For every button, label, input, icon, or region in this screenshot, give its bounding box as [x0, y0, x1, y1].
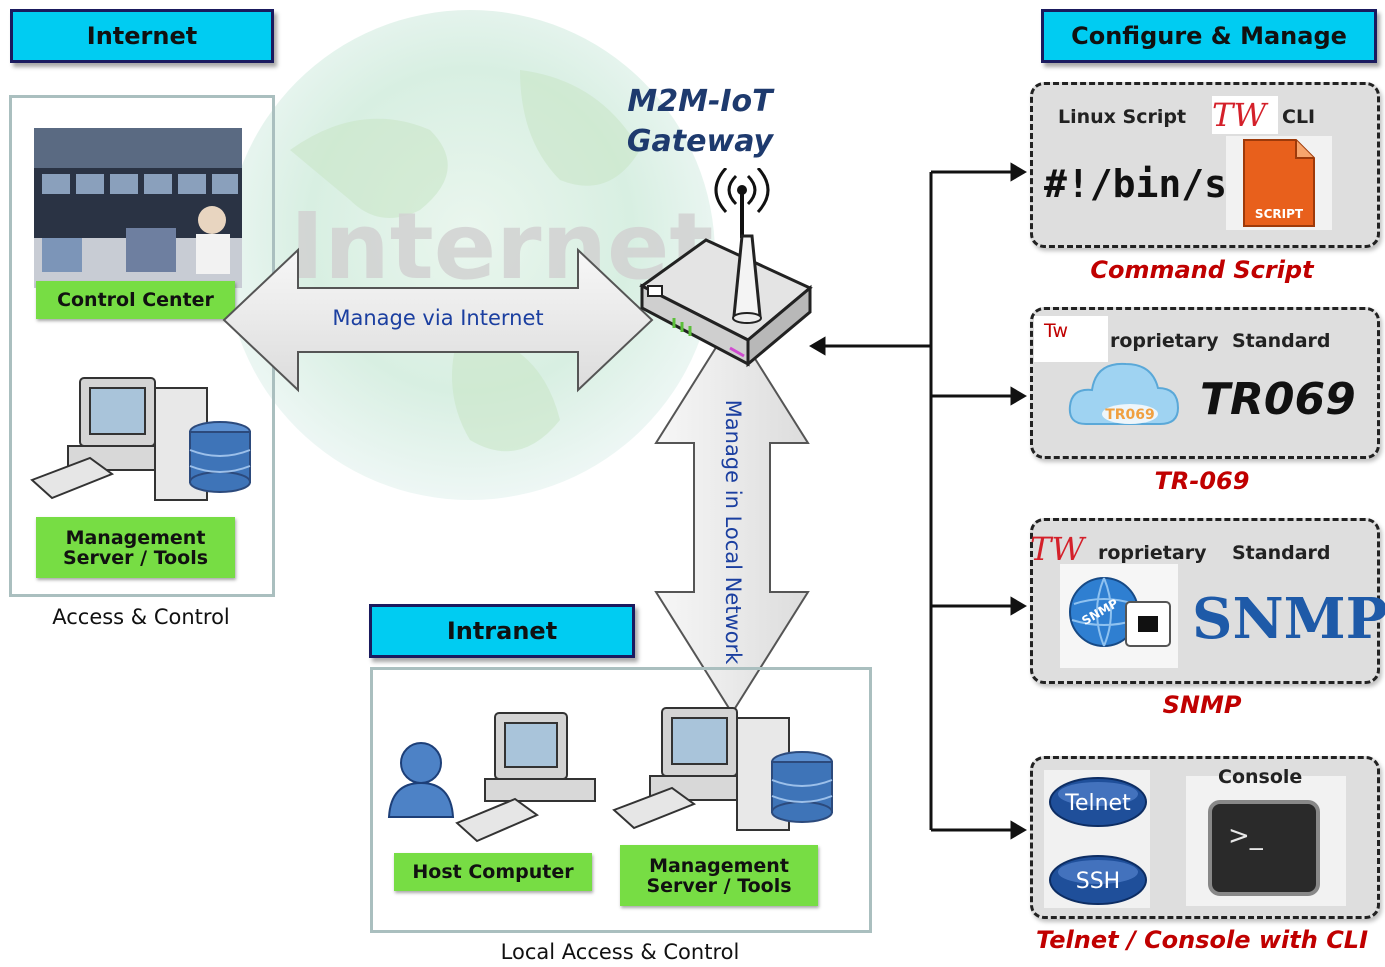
- gateway-title: M2M-IoT Gateway: [600, 82, 800, 162]
- management-server-text-left: Management Server / Tools: [62, 526, 209, 569]
- control-center-text: Control Center: [57, 289, 214, 311]
- terminal-icon: >_: [1208, 800, 1320, 896]
- snmp-standard-label: Standard: [1232, 542, 1331, 564]
- tw-watermark-2: Tw: [1034, 316, 1108, 362]
- tw-watermark-3-text: TW: [1030, 530, 1085, 568]
- host-computer-text: Host Computer: [412, 861, 574, 883]
- configure-header-label: Configure & Manage: [1071, 22, 1347, 50]
- intranet-header-label: Intranet: [446, 617, 558, 645]
- tw-watermark-1: TW: [1212, 96, 1278, 134]
- tr069-proprietary-label: roprietary: [1110, 330, 1219, 352]
- tw-watermark-2-text: Tw: [1044, 320, 1069, 342]
- gateway-router-icon: [639, 168, 813, 368]
- management-server-text-intranet: Management Server / Tools: [646, 854, 792, 897]
- telnet-ssh-badges: Telnet SSH: [1044, 770, 1150, 908]
- console-label: Console: [1218, 766, 1303, 788]
- snmp-caption: SNMP: [1162, 691, 1242, 719]
- wireless-signal-icon: [714, 168, 770, 214]
- tr069-caption: TR-069: [1154, 467, 1250, 495]
- tr069-logo: TR069: [1200, 374, 1356, 425]
- terminal-prompt: >_: [1228, 821, 1264, 851]
- ssh-badge-text: SSH: [1076, 869, 1120, 894]
- control-center-label: Control Center: [36, 281, 235, 319]
- internet-header-label: Internet: [86, 22, 198, 50]
- management-server-label-left: Management Server / Tools: [36, 517, 235, 578]
- management-server-icon-intranet: [612, 707, 833, 831]
- telnet-console-caption: Telnet / Console with CLI: [1035, 926, 1369, 954]
- snmp-logo: SNMP: [1192, 586, 1385, 652]
- management-server-label-intranet: Management Server / Tools: [620, 845, 818, 906]
- host-computer-icon: [387, 712, 596, 843]
- telnet-badge-text: Telnet: [1064, 791, 1131, 816]
- gateway-title-line1: M2M-IoT: [627, 84, 773, 119]
- manage-via-internet-arrow: [222, 247, 654, 393]
- snmp-globe-icon: SNMP: [1060, 564, 1178, 668]
- shebang-text: #!/bin/sh: [1044, 162, 1250, 206]
- local-access-caption: Local Access & Control: [500, 940, 740, 964]
- gateway-title-line2: Gateway: [626, 124, 774, 159]
- user-icon: [400, 742, 442, 784]
- config-connectors: [809, 162, 1027, 840]
- script-icon-text: SCRIPT: [1255, 207, 1304, 221]
- snmp-proprietary-label: roprietary: [1098, 542, 1207, 564]
- command-script-caption: Command Script: [1090, 256, 1314, 284]
- manage-via-internet-label: Manage via Internet: [332, 306, 544, 330]
- cli-label: CLI: [1282, 106, 1316, 128]
- configure-manage-header: Configure & Manage: [1041, 9, 1377, 63]
- background-internet-word: Internet: [290, 193, 713, 300]
- tr069-standard-label: Standard: [1232, 330, 1331, 352]
- intranet-header: Intranet: [369, 604, 635, 658]
- host-computer-label: Host Computer: [394, 853, 592, 891]
- tr069-cloud-icon: TR069: [1068, 362, 1180, 425]
- control-center-photo: [34, 128, 242, 288]
- linux-script-label: Linux Script: [1058, 106, 1187, 128]
- script-file-icon: SCRIPT: [1226, 136, 1332, 230]
- management-server-icon: [30, 377, 251, 501]
- internet-header: Internet: [10, 9, 274, 63]
- access-control-caption: Access & Control: [52, 605, 230, 629]
- intranet-panel: [370, 667, 872, 933]
- tw-watermark-1-text: TW: [1212, 96, 1267, 134]
- tw-watermark-3: TW: [1030, 530, 1096, 570]
- manage-local-network-label: Manage in Local Network: [721, 399, 745, 665]
- tr069-cloud-text: TR069: [1105, 407, 1155, 423]
